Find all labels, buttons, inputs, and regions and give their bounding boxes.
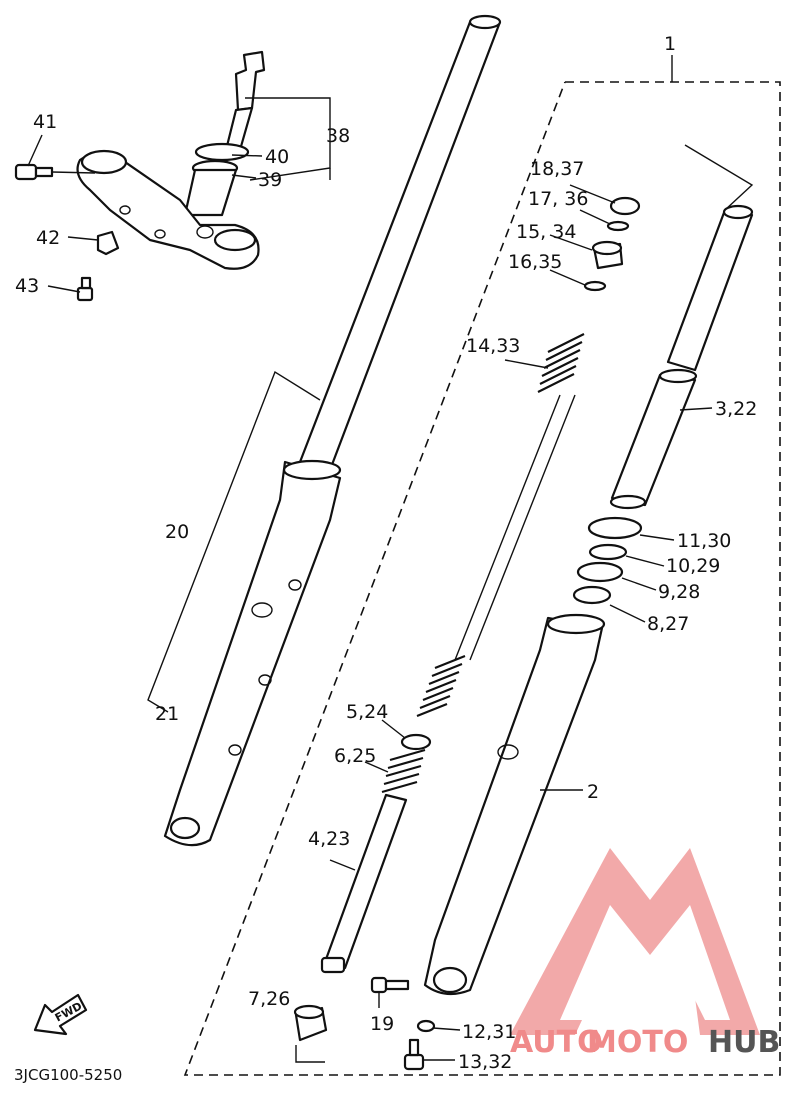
- clamp-42-part: [67, 230, 120, 256]
- collar-7-26-part: [293, 1004, 328, 1063]
- callout-11-30: 11,30: [677, 530, 731, 552]
- washer-5-24-part: [400, 733, 432, 751]
- callout-17-36: 17, 36: [528, 188, 588, 210]
- callout-7-26: 7,26: [248, 988, 290, 1010]
- diagram-code: 3JCG100-5250: [14, 1066, 122, 1084]
- callout-bracket-20-21: [147, 370, 321, 713]
- inner-tube-part: [298, 14, 502, 472]
- callout-9-28: 9,28: [658, 581, 700, 603]
- callout-18-37: 18,37: [530, 158, 584, 180]
- callout-21: 21: [155, 703, 179, 725]
- callout-14-33: 14,33: [466, 335, 520, 357]
- bolt-43-part: [47, 276, 94, 302]
- assembly-boundary: [183, 55, 781, 1076]
- spacer-tube-part: [609, 144, 754, 510]
- callout-42: 42: [36, 227, 60, 249]
- callout-20: 20: [165, 521, 189, 543]
- damper-rod-part: [320, 748, 426, 974]
- callout-5-24: 5,24: [346, 701, 388, 723]
- watermark-hub: HUB: [708, 1025, 780, 1060]
- leader-lines: [231, 97, 713, 1061]
- fork-spring-part: [416, 333, 585, 718]
- drain-bolt-part: [403, 1019, 436, 1071]
- callout-12-31: 12,31: [462, 1021, 516, 1043]
- callout-10-29: 10,29: [666, 555, 720, 577]
- callout-39: 39: [258, 169, 282, 191]
- callout-8-27: 8,27: [647, 613, 689, 635]
- callout-40: 40: [265, 146, 289, 168]
- callout-43: 43: [15, 275, 39, 297]
- cap-bolt-part: [583, 196, 641, 292]
- watermark-auto: AUTO: [510, 1025, 603, 1060]
- under-bracket-part: [76, 149, 260, 270]
- outer-tube-left-part: [163, 459, 342, 847]
- callout-13-32: 13,32: [458, 1051, 512, 1073]
- callout-16-35: 16,35: [508, 251, 562, 273]
- watermark-moto: MOTO: [587, 1025, 688, 1060]
- callout-19: 19: [370, 1013, 394, 1035]
- callout-38: 38: [326, 125, 350, 147]
- callout-1: 1: [664, 33, 676, 55]
- callout-41: 41: [33, 111, 57, 133]
- callout-6-25: 6,25: [334, 745, 376, 767]
- watermark-text: AUTO MOTO HUB: [510, 1025, 780, 1060]
- callout-3-22: 3,22: [715, 398, 757, 420]
- outer-tube-right-part: [423, 613, 606, 996]
- steering-stem-part: [183, 50, 266, 217]
- callout-4-23: 4,23: [308, 828, 350, 850]
- callout-2: 2: [587, 781, 599, 803]
- callout-labels: 1 2 3,22 4,23 5,24 6,25 7,26 8,27 9,28 1…: [15, 33, 757, 1073]
- bolt-41-part: [14, 163, 96, 181]
- bolt-19-part: [370, 976, 410, 1008]
- watermark-logo: [510, 848, 760, 1035]
- fwd-arrow-icon: FWD: [33, 993, 88, 1036]
- seals-part: [572, 516, 643, 605]
- callout-15-34: 15, 34: [516, 221, 576, 243]
